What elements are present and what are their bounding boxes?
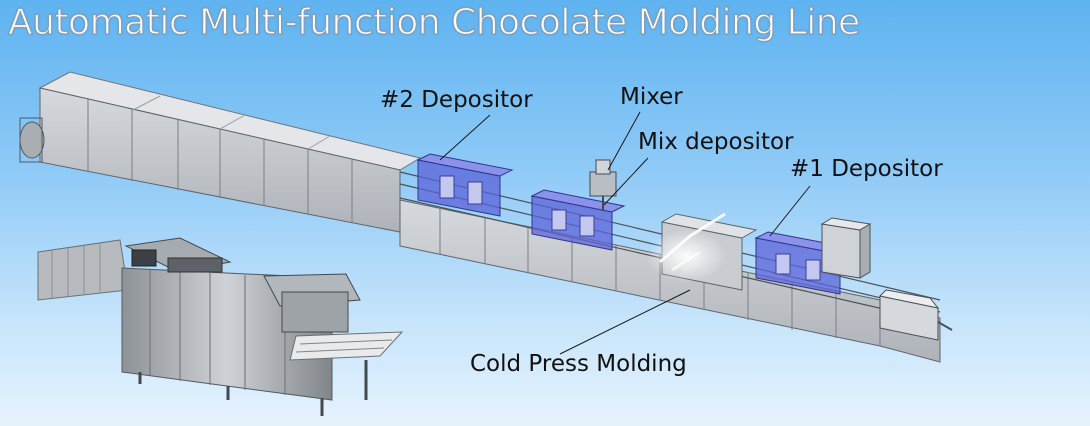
cooling-tunnel-seams bbox=[87, 99, 353, 223]
leader-mixer bbox=[607, 111, 641, 171]
leader-mix-depositor bbox=[603, 157, 649, 206]
callout-leaders bbox=[439, 111, 811, 355]
page-title: Automatic Multi-function Chocolate Moldi… bbox=[7, 1, 860, 43]
callout-mixer: Mixer bbox=[620, 84, 683, 110]
leader-depositor-2 bbox=[439, 114, 491, 161]
mixer-unit bbox=[589, 159, 617, 210]
leader-depositor-1 bbox=[769, 185, 811, 237]
callout-mix-depositor: Mix depositor bbox=[638, 129, 794, 155]
discharge-end bbox=[878, 289, 953, 341]
callout-cold-press-molding: Cold Press Molding bbox=[470, 351, 687, 377]
control-cabinet bbox=[820, 217, 872, 279]
callout-depositor-1: #1 Depositor bbox=[790, 156, 943, 182]
depositor-2-unit bbox=[416, 153, 514, 217]
leader-cold-press bbox=[559, 289, 691, 355]
molding-line bbox=[19, 71, 953, 363]
machine-photo bbox=[37, 237, 404, 416]
mix-depositor-unit bbox=[530, 189, 626, 251]
callout-depositor-2: #2 Depositor bbox=[380, 87, 533, 113]
infeed-drum bbox=[19, 121, 45, 159]
glare bbox=[646, 230, 726, 282]
